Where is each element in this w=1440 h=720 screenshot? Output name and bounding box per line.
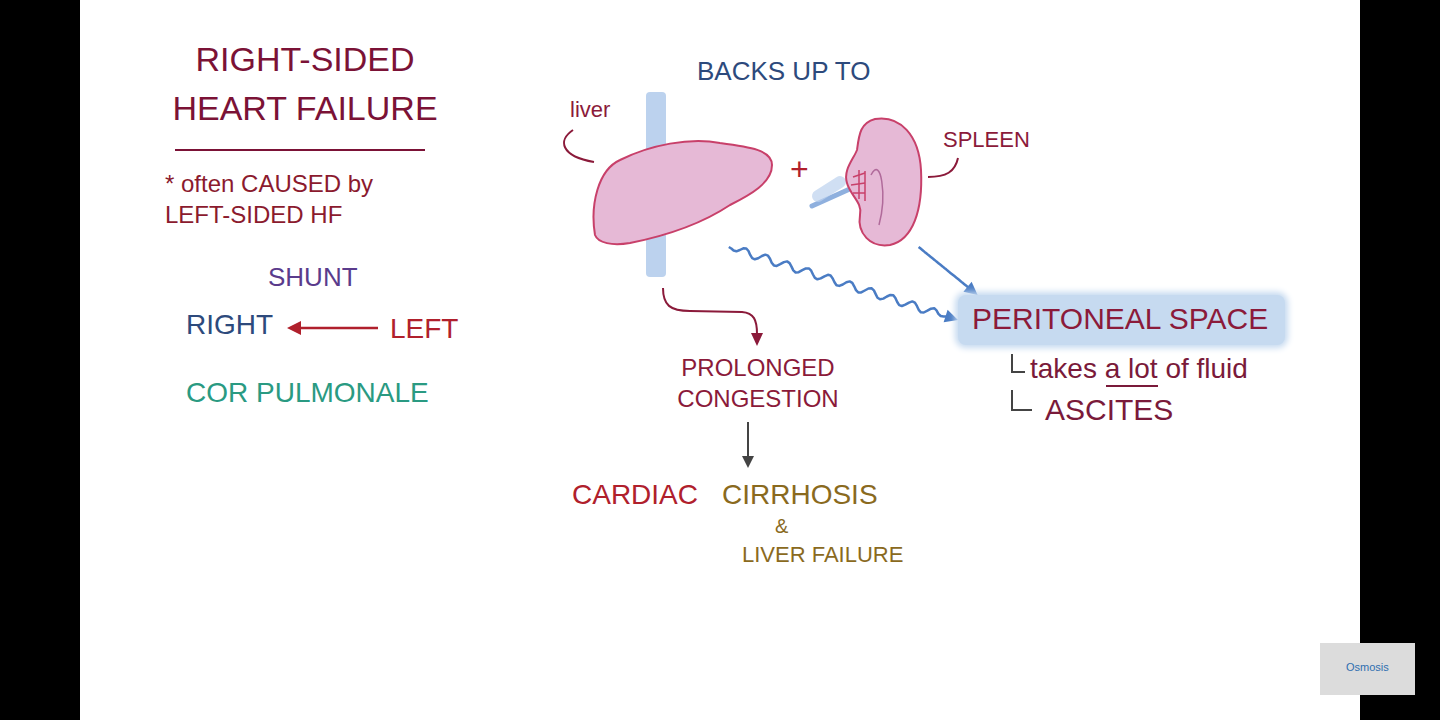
slide-title: RIGHT-SIDED HEART FAILURE — [145, 35, 465, 134]
label-slot: BACKS UP TO — [697, 56, 870, 87]
cirrhosis-arrowhead — [742, 456, 754, 468]
congestion-arrowhead — [751, 333, 763, 346]
label-slot: CARDIAC — [572, 478, 698, 512]
organ-outline — [590, 125, 775, 247]
ampersand: & — [775, 514, 788, 538]
label-slot: Osmosis — [1346, 661, 1389, 674]
highlight-band: PERITONEAL SPACE — [958, 295, 1285, 345]
label-slot: & — [775, 514, 788, 538]
outcome-label: CARDIAC — [572, 478, 698, 512]
label-slot: liver — [570, 97, 610, 123]
title-rule — [175, 149, 425, 151]
outcome-label: PROLONGED CONGESTION — [668, 352, 848, 414]
liver-organ: liver — [590, 125, 775, 247]
heading-label: BACKS UP TO — [697, 56, 870, 87]
emphasis-underline — [1106, 385, 1158, 387]
spleen-leader — [928, 158, 958, 177]
spleen-organ: SPLEEN — [835, 115, 923, 247]
label-slot: COR PULMONALE — [186, 376, 429, 410]
label-slot: ASCITES — [1045, 392, 1173, 428]
connector-line — [919, 247, 969, 287]
liver-leader — [564, 130, 594, 162]
label-slot: LEFT — [390, 312, 458, 346]
hilum-vessel — [851, 183, 865, 185]
flow-connector — [919, 247, 978, 295]
term-label: COR PULMONALE — [186, 376, 429, 410]
congestion-arrow — [663, 288, 757, 334]
shunt-arrow — [300, 327, 378, 330]
term-label: RIGHT — [186, 308, 273, 342]
organ-label: SPLEEN — [943, 127, 1030, 153]
label-slot: CIRRHOSIS — [722, 478, 878, 512]
label-slot: * often CAUSED by LEFT-SIDED HF — [165, 168, 415, 230]
organ-label: liver — [570, 97, 610, 123]
outcome-label: CIRRHOSIS — [722, 478, 878, 512]
term-label: SHUNT — [268, 262, 358, 293]
label-slot: takes a lot of fluid — [1030, 352, 1248, 386]
organ-shape — [594, 141, 772, 244]
outcome-label: LIVER FAILURE — [742, 542, 903, 568]
bracket-mark — [1012, 390, 1032, 410]
organ-shape — [846, 118, 921, 245]
hilum-vessel — [864, 171, 866, 201]
arrowhead — [944, 310, 958, 322]
title-slot: RIGHT-SIDED HEART FAILURE — [145, 35, 465, 134]
term-label: LEFT — [390, 312, 458, 346]
note-text: * often CAUSED by LEFT-SIDED HF — [165, 168, 415, 230]
splenic-vessel-shade — [818, 182, 840, 196]
label-slot: LIVER FAILURE — [742, 542, 903, 568]
plus-sign: + — [790, 150, 809, 188]
connector-line — [729, 247, 947, 316]
label-slot: SPLEEN — [943, 127, 1030, 153]
watermark: Osmosis — [1346, 661, 1389, 674]
organ-outline — [835, 115, 923, 247]
hilum-vessel — [858, 170, 860, 199]
arrowhead — [963, 282, 977, 295]
flow-connector — [729, 247, 958, 322]
bracket-mark — [1012, 354, 1025, 372]
label-slot: RIGHT — [186, 308, 273, 342]
label-slot: PROLONGED CONGESTION — [668, 352, 848, 414]
note-text: ASCITES — [1045, 392, 1173, 428]
band-text: PERITONEAL SPACE — [972, 301, 1268, 337]
hilum-vessel — [871, 170, 883, 225]
shunt-arrowhead — [287, 321, 301, 335]
label-slot: SHUNT — [268, 262, 358, 293]
cirrhosis-arrow — [747, 422, 749, 458]
note-text: takes a lot of fluid — [1030, 352, 1248, 386]
label-slot: + — [790, 150, 809, 188]
